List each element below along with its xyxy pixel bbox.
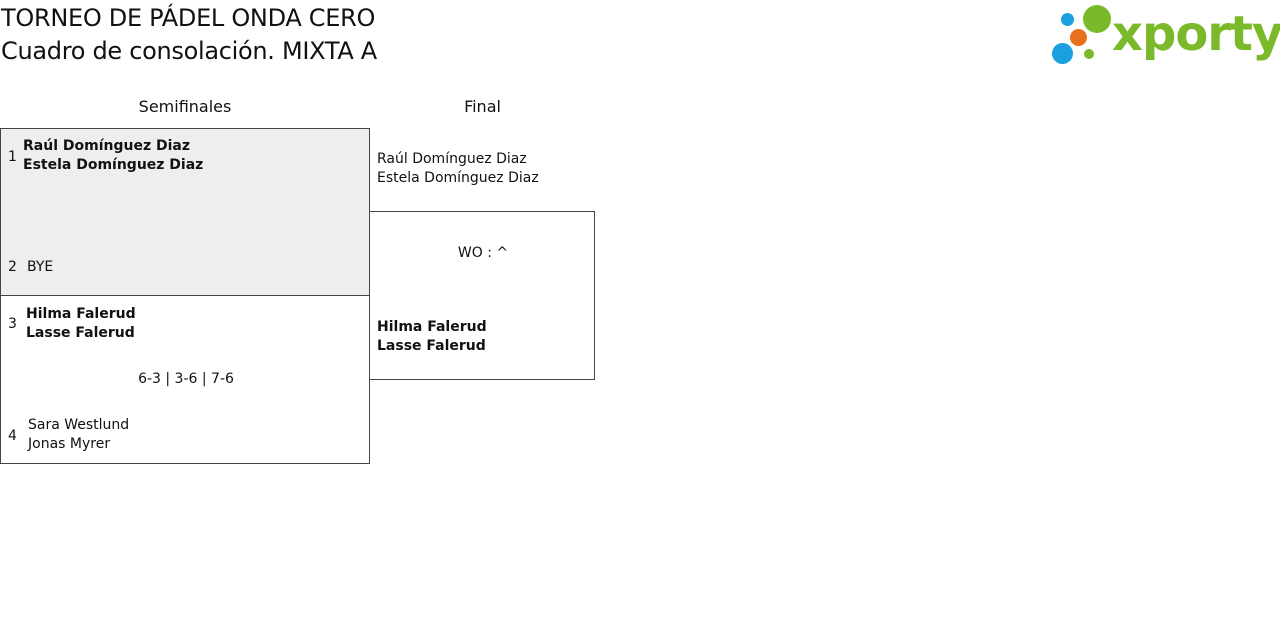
player-name: Sara Westlund (28, 417, 130, 433)
player-name: Hilma Falerud (26, 306, 136, 322)
player-name: Raúl Domínguez Diaz (377, 151, 527, 167)
seed-number: 4 (8, 428, 17, 444)
player-name: Lasse Falerud (26, 325, 135, 341)
round-header-final: Final (464, 97, 501, 116)
logo-dot-blue-small (1061, 13, 1074, 26)
final-bottom-pair[interactable]: Hilma Falerud Lasse Falerud (377, 318, 487, 356)
xporty-logo[interactable]: xporty (1050, 3, 1280, 67)
final-match[interactable]: WO : ^ Hilma Falerud Lasse Falerud (369, 211, 595, 380)
semifinal-2-bottom-pair[interactable]: Sara Westlund Jonas Myrer (28, 416, 129, 454)
logo-dot-green-large (1083, 5, 1111, 33)
player-name: BYE (27, 259, 54, 275)
semifinal-2-top-pair[interactable]: Hilma Falerud Lasse Falerud (26, 305, 136, 343)
draw-subtitle: Cuadro de consolación. MIXTA A (1, 37, 377, 65)
player-name: Estela Domínguez Diaz (377, 170, 539, 186)
logo-dot-orange (1070, 29, 1087, 46)
semifinal-match-1[interactable]: 1 Raúl Domínguez Diaz Estela Domínguez D… (0, 128, 370, 296)
semifinal-match-2[interactable]: 3 Hilma Falerud Lasse Falerud 6-3 | 3-6 … (0, 295, 370, 464)
final-score: WO : ^ (457, 245, 509, 261)
player-name: Jonas Myrer (28, 436, 111, 452)
seed-number: 2 (8, 259, 17, 275)
logo-dot-green-small (1084, 49, 1094, 59)
round-header-semifinals: Semifinales (138, 97, 232, 116)
semifinal-1-bottom-pair[interactable]: BYE (27, 258, 53, 277)
logo-dot-blue-large (1052, 43, 1073, 64)
seed-number: 3 (8, 316, 17, 332)
seed-number: 1 (8, 149, 17, 165)
player-name: Raúl Domínguez Diaz (23, 138, 190, 154)
semifinal-1-top-pair[interactable]: Raúl Domínguez Diaz Estela Domínguez Dia… (23, 137, 203, 175)
player-name: Lasse Falerud (377, 338, 486, 354)
logo-wordmark: xporty (1112, 6, 1280, 62)
match-score: 6-3 | 3-6 | 7-6 (138, 371, 234, 387)
player-name: Hilma Falerud (377, 319, 487, 335)
player-name: Estela Domínguez Diaz (23, 157, 204, 173)
final-top-pair[interactable]: Raúl Domínguez Diaz Estela Domínguez Dia… (377, 150, 539, 188)
tournament-title: TORNEO DE PÁDEL ONDA CERO (1, 4, 376, 32)
